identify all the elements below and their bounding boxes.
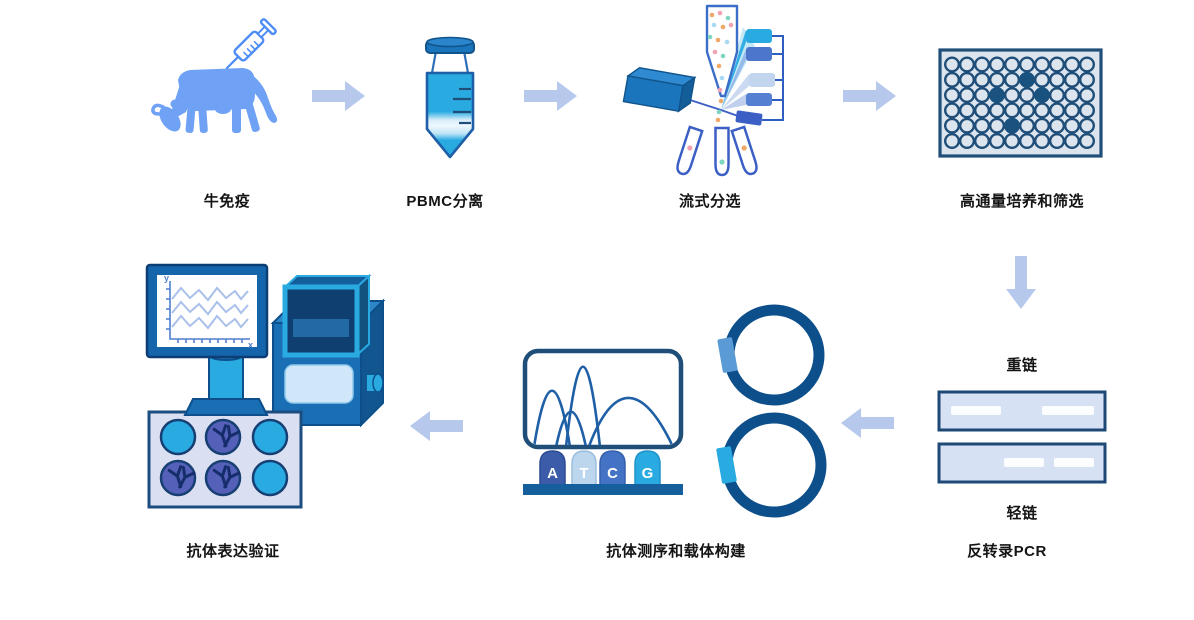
base-tiles: [539, 450, 661, 486]
base-letter-C: C: [607, 465, 618, 482]
plate96-wells: [943, 56, 1095, 149]
base-letter-A: A: [547, 465, 558, 482]
monitor-chart-lines: [171, 286, 249, 330]
base-letter-T: T: [579, 465, 588, 482]
step-label-cow: 牛免疫: [203, 193, 251, 210]
tube-graduations: [453, 87, 471, 125]
base-tile-G: [634, 450, 661, 486]
plasmid-ring-light: [721, 412, 827, 518]
heavy-chain-label: 重链: [1006, 357, 1038, 374]
instrument-knob: [372, 373, 384, 393]
monitor-axis-x-label: x: [248, 340, 253, 350]
detector-boxes-icon: [735, 29, 775, 126]
sequencing-icon: A T C G: [522, 348, 685, 498]
arrow-right-2: [524, 80, 578, 112]
stand-base: [183, 398, 269, 416]
step-label-screen: 高通量培养和筛选: [959, 193, 1085, 210]
plate-96-icon: [938, 48, 1103, 158]
base-tile-A: [539, 450, 566, 486]
cell-dots: [707, 10, 734, 123]
plasmid-vectors-icon: [712, 302, 837, 522]
plasmid-ring-heavy: [723, 304, 825, 406]
sample-funnel-icon: [705, 4, 739, 98]
detector-bracket: [762, 35, 784, 121]
arrow-left-2: [409, 410, 463, 442]
tube-body: [425, 71, 475, 159]
plasmid-insert-heavy: [717, 337, 738, 373]
chromatogram-panel: [522, 348, 684, 450]
step-label-seq: 抗体测序和载体构建: [606, 543, 746, 560]
tube-neck: [430, 49, 470, 75]
cow-immunization-icon: [148, 14, 283, 144]
base-tile-T: [571, 450, 597, 486]
gel-heavy-bands: [951, 406, 1094, 415]
flow-cytometer-icon: [615, 0, 815, 190]
base-bar: [523, 484, 683, 495]
instrument-panel: [284, 364, 354, 404]
laser-beams-icon: [689, 27, 755, 117]
collection-tubes-icon: [676, 125, 758, 177]
laser-box-icon: [622, 67, 697, 113]
monitor-axis-y-label: y: [164, 273, 169, 283]
pbmc-tube-icon: [405, 35, 495, 165]
monitor-chart-axes: [166, 281, 250, 343]
step-label-rtpcr: 反转录PCR: [967, 543, 1047, 560]
gel-heavy-icon: [937, 390, 1107, 432]
expression-validation-icon: y x: [145, 263, 390, 513]
arrow-right-1: [312, 80, 366, 112]
arrow-down: [1005, 256, 1037, 310]
light-chain-label: 轻链: [1006, 505, 1038, 522]
instrument-icon: [270, 273, 386, 428]
arrow-right-3: [843, 80, 897, 112]
plasmid-insert-light: [716, 446, 737, 484]
monitor-icon: y x: [145, 263, 269, 359]
arrow-left-1: [840, 407, 894, 439]
base-letter-G: G: [642, 465, 654, 482]
gel-light-bands: [1004, 458, 1094, 467]
step-label-flow: 流式分选: [678, 193, 742, 210]
six-well-plate-icon: [147, 410, 303, 509]
cow-icon: [151, 68, 278, 134]
syringe-icon: [225, 18, 277, 70]
base-tile-C: [599, 450, 626, 486]
gel-light-icon: [937, 442, 1107, 484]
step-label-pbmc: PBMC分离: [406, 193, 484, 210]
step-label-expr: 抗体表达验证: [186, 543, 280, 560]
chromatogram-peaks: [532, 365, 676, 445]
plate6-wells: [159, 418, 289, 497]
